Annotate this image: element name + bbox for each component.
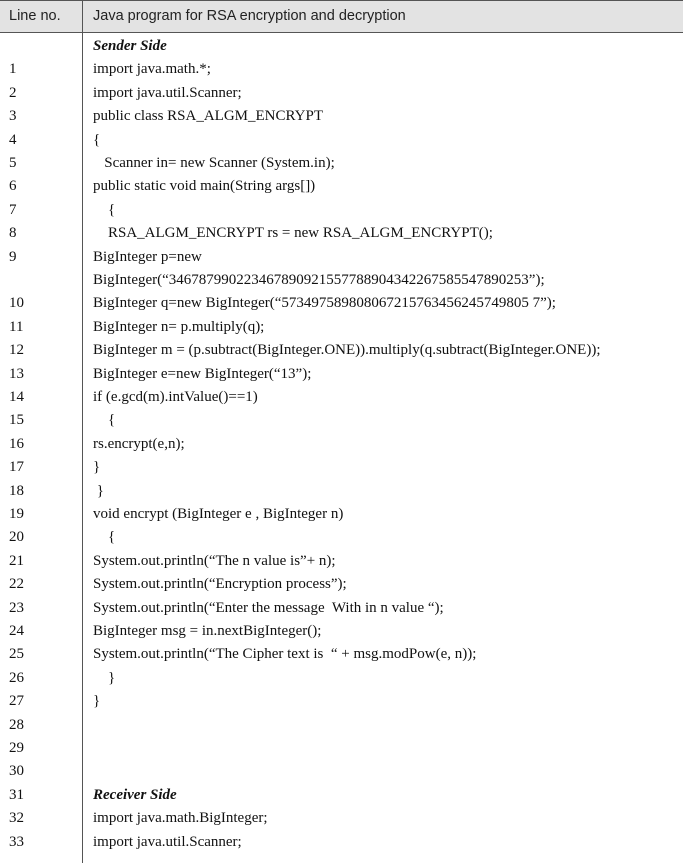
code-line: import java.math.BigInteger;	[93, 810, 268, 827]
code-line: if (e.gcd(m).intValue()==1)	[93, 389, 258, 405]
line-number: 2	[9, 84, 17, 101]
line-number: 12	[9, 342, 24, 359]
line-number: 20	[9, 529, 24, 546]
code-line: import java.math.*;	[93, 61, 211, 78]
code-line: BigInteger msg = in.nextBigInteger();	[93, 623, 322, 639]
code-line: System.out.println(“Enter the message Wi…	[93, 599, 444, 616]
header-line-no: Line no.	[9, 8, 61, 24]
code-line: System.out.println(“Encryption process”)…	[93, 576, 347, 593]
section-label: Receiver Side	[93, 786, 177, 803]
code-line: import java.util.Scanner;	[93, 84, 242, 101]
line-number: 21	[9, 552, 24, 569]
line-number: 1	[9, 61, 17, 78]
code-line: System.out.println(“The n value is”+ n);	[93, 552, 336, 569]
line-number: 30	[9, 763, 24, 780]
header-program: Java program for RSA encryption and decr…	[93, 8, 406, 24]
code-line: rs.encrypt(e,n);	[93, 435, 185, 452]
line-number: 22	[9, 576, 24, 593]
line-number: 24	[9, 623, 24, 639]
code-line: }	[93, 459, 101, 476]
line-number: 6	[9, 178, 17, 195]
code-line: }	[93, 482, 104, 499]
line-number: 29	[9, 740, 24, 756]
code-line: {	[93, 412, 116, 429]
code-line: }	[93, 693, 101, 710]
line-number: 32	[9, 810, 24, 827]
column-divider	[82, 0, 83, 863]
line-number: 11	[9, 318, 24, 335]
line-number: 19	[9, 506, 24, 522]
code-line: {	[93, 201, 116, 218]
line-number: 9	[9, 248, 17, 265]
line-number: 13	[9, 365, 24, 382]
code-line: }	[93, 669, 116, 686]
code-line: public class RSA_ALGM_ENCRYPT	[93, 108, 324, 125]
line-number: 33	[9, 833, 24, 850]
code-line: System.out.println(“The Cipher text is “…	[93, 646, 477, 663]
code-line: Scanner in= new Scanner (System.in);	[93, 155, 335, 171]
code-line: BigInteger n= p.multiply(q);	[93, 318, 265, 335]
line-number: 5	[9, 155, 17, 171]
line-number: 23	[9, 599, 24, 616]
code-line: import java.util.Scanner;	[93, 833, 242, 850]
code-line: {	[93, 131, 101, 148]
line-number: 15	[9, 412, 24, 429]
line-number: 31	[9, 786, 24, 803]
line-number: 26	[9, 669, 24, 686]
line-number: 16	[9, 435, 24, 452]
line-number: 18	[9, 482, 24, 499]
line-number: 28	[9, 716, 24, 733]
line-number: 17	[9, 459, 24, 476]
line-number: 7	[9, 201, 17, 218]
code-line: void encrypt (BigInteger e , BigInteger …	[93, 506, 344, 522]
code-line: public static void main(String args[])	[93, 178, 316, 195]
code-line: BigInteger q=new BigInteger(“57349758980…	[93, 295, 556, 312]
code-line: RSA_ALGM_ENCRYPT rs = new RSA_ALGM_ENCRY…	[93, 225, 493, 242]
line-number: 27	[9, 693, 24, 710]
code-line: BigInteger m = (p.subtract(BigInteger.ON…	[93, 342, 601, 359]
code-line: {	[93, 529, 116, 546]
line-number: 8	[9, 225, 17, 242]
line-number: 10	[9, 295, 24, 312]
code-line: BigInteger e=new BigInteger(“13”);	[93, 365, 312, 382]
code-line: BigInteger p=new BigInteger(“34678799022…	[93, 248, 545, 288]
line-number: 25	[9, 646, 24, 663]
line-number: 3	[9, 108, 17, 125]
line-number: 14	[9, 389, 24, 405]
section-label: Sender Side	[93, 38, 167, 54]
table-header: Line no. Java program for RSA encryption…	[0, 0, 683, 33]
line-number: 4	[9, 131, 17, 148]
